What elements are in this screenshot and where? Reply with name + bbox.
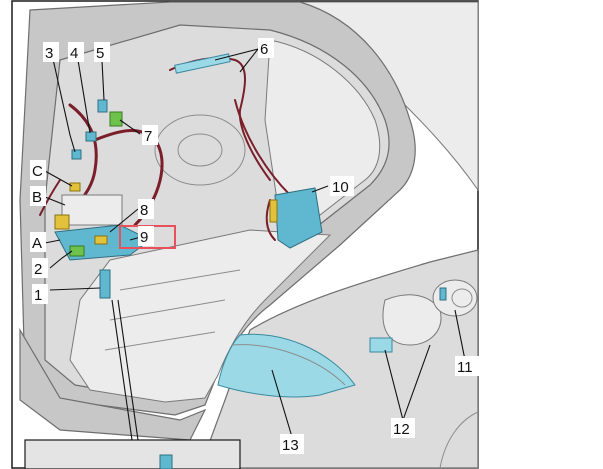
rear-wheel-arch xyxy=(439,411,479,469)
svg-text:3: 3 xyxy=(45,45,53,62)
rear-bumper xyxy=(19,327,207,441)
callout-7: 7 xyxy=(142,125,158,145)
svg-text:B: B xyxy=(32,189,42,206)
part-c-connector xyxy=(69,182,81,192)
part-5-connector xyxy=(97,99,108,113)
callout-13: 13 xyxy=(280,434,304,454)
part-12-lamp-housing xyxy=(382,294,442,346)
svg-text:2: 2 xyxy=(34,261,42,278)
callout-12: 12 xyxy=(391,418,415,438)
svg-text:5: 5 xyxy=(96,45,104,62)
inset-detail-part xyxy=(159,454,173,469)
callout-6: 6 xyxy=(258,38,274,58)
floor-rib xyxy=(109,299,226,321)
callout-2: 2 xyxy=(32,258,48,278)
wiring-harness xyxy=(265,199,276,241)
fuse-box-b xyxy=(61,194,123,226)
inset-detail-frame xyxy=(24,439,241,469)
callout-10: 10 xyxy=(330,176,354,196)
callout-9: 9 xyxy=(138,226,154,246)
part-11-fuel-cap xyxy=(451,288,473,308)
callout-5: 5 xyxy=(94,42,110,62)
part-3-connector xyxy=(71,149,82,160)
callout-8: 8 xyxy=(138,199,154,219)
svg-text:9: 9 xyxy=(140,229,148,246)
fuse-block xyxy=(54,214,70,230)
part-12-bulb-holder xyxy=(369,337,393,353)
callout-4: 4 xyxy=(68,42,84,62)
part-10-control-unit xyxy=(274,187,323,249)
callout-3: 3 xyxy=(43,42,59,62)
part-1-connector xyxy=(99,269,111,299)
svg-text:7: 7 xyxy=(144,128,152,145)
svg-text:C: C xyxy=(32,163,43,180)
svg-text:4: 4 xyxy=(70,45,78,62)
svg-text:11: 11 xyxy=(457,359,473,376)
wiring-harness xyxy=(39,179,61,216)
part-6-component xyxy=(174,53,231,74)
callout-c: C xyxy=(30,160,46,180)
part-11-component xyxy=(439,287,447,301)
inset-pointer xyxy=(111,299,133,441)
callout-11: 11 xyxy=(455,356,479,376)
leader-lines xyxy=(44,48,466,438)
callout-b: B xyxy=(30,186,46,206)
svg-text:1: 1 xyxy=(34,287,42,304)
callout-a: A xyxy=(30,232,46,252)
svg-text:13: 13 xyxy=(282,437,299,454)
spare-well xyxy=(154,114,246,186)
svg-text:6: 6 xyxy=(260,41,268,58)
svg-text:10: 10 xyxy=(332,179,349,196)
right-side-trim xyxy=(264,39,381,221)
part-8-connector xyxy=(94,235,108,245)
tail-light-lens-edge xyxy=(231,344,346,386)
spare-well-inner xyxy=(177,133,223,167)
svg-text:8: 8 xyxy=(140,202,148,219)
callout-1: 1 xyxy=(32,284,48,304)
svg-text:12: 12 xyxy=(393,421,410,438)
part-10-bracket xyxy=(269,199,278,223)
part-4-connector xyxy=(85,131,97,142)
inset-pointer xyxy=(117,299,139,441)
floor-rib xyxy=(119,269,241,291)
svg-text:A: A xyxy=(32,235,42,252)
part-2-connector xyxy=(69,245,85,257)
part-13-tail-light xyxy=(217,333,356,398)
floor-rib xyxy=(104,331,216,351)
part-7-connector xyxy=(109,111,123,127)
